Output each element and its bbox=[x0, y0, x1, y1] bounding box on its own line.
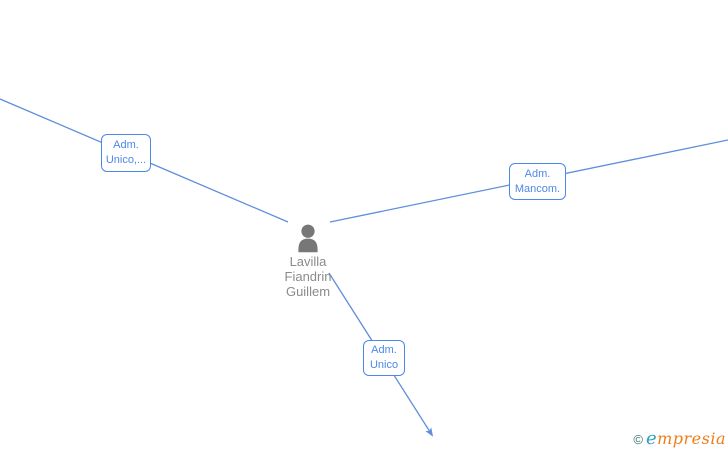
edge-label-upper-left: Adm. Unico,... bbox=[101, 134, 151, 172]
person-icon bbox=[295, 224, 321, 253]
edge-label-lower-right: Adm. Unico bbox=[363, 340, 405, 376]
edge-label-upper-right: Adm. Mancom. bbox=[509, 163, 566, 200]
empresia-logo-text: mpresia bbox=[657, 429, 726, 448]
node-label: Lavilla Fiandrin Guillem bbox=[284, 254, 332, 299]
node-lavilla-fiandrin-guillem[interactable]: Lavilla Fiandrin Guillem bbox=[258, 224, 358, 299]
empresia-logo-initial: e bbox=[645, 428, 658, 449]
empresia-logo: empresia bbox=[646, 428, 726, 449]
copyright-icon: © bbox=[633, 432, 643, 447]
empresia-watermark: © empresia bbox=[633, 428, 726, 449]
